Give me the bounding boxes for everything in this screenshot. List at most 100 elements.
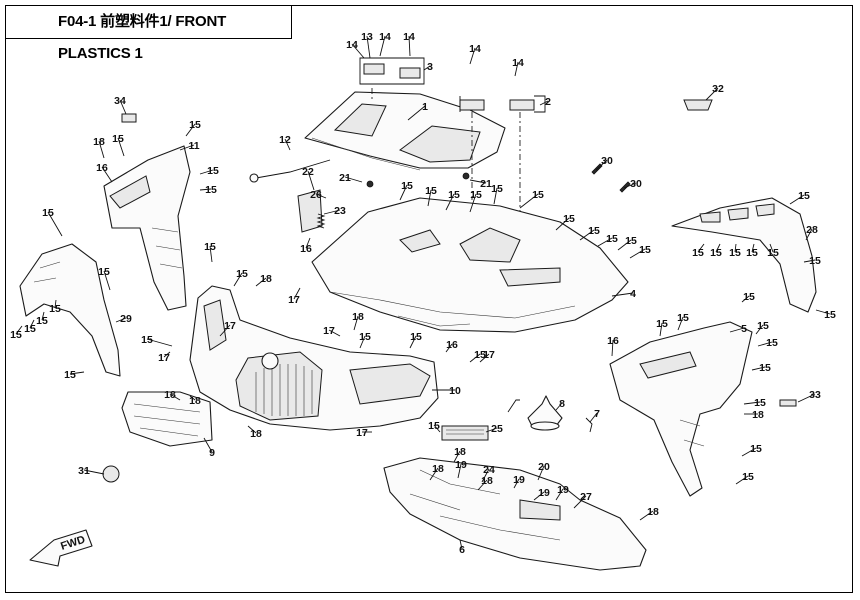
callout-leader-line (735, 475, 749, 485)
callout-number: 9 (209, 447, 215, 459)
callout-leader-line (83, 469, 105, 475)
callout-number: 20 (538, 461, 550, 473)
callout-leader-line (328, 329, 341, 337)
callout-number: 18 (647, 506, 659, 518)
callout-number: 15 (766, 337, 778, 349)
callout-number: 15 (49, 303, 61, 315)
part-7-hose (507, 399, 520, 413)
callout-number: 15 (112, 133, 124, 145)
callout-leader-line (293, 287, 301, 300)
callout-number: 18 (432, 463, 444, 475)
callout-number: 16 (300, 243, 312, 255)
callout-number: 18 (260, 273, 272, 285)
callout-leader-line (323, 209, 341, 215)
callout-number: 18 (352, 311, 364, 323)
callout-leader-line (163, 351, 171, 358)
callout-leader-line (751, 243, 755, 253)
callout-leader-line (233, 272, 243, 287)
callout-number: 23 (334, 205, 346, 217)
callout-number: 17 (323, 325, 335, 337)
callout-leader-line (146, 338, 173, 347)
callout-number: 15 (746, 247, 758, 259)
callout-number: 19 (455, 459, 467, 471)
callout-leader-line (15, 325, 23, 335)
callout-leader-line (519, 193, 539, 209)
callout-leader-line (729, 327, 745, 333)
callout-number: 22 (302, 166, 314, 178)
part-10-front-bumper (189, 285, 439, 431)
callout-number: 32 (712, 83, 724, 95)
callout-number: 15 (742, 471, 754, 483)
callout-leader-line (47, 211, 63, 237)
callout-number: 18 (752, 409, 764, 421)
callout-number: 19 (538, 487, 550, 499)
callout-leader-line (457, 463, 462, 479)
callout-leader-line (445, 343, 453, 353)
callout-leader-line (595, 159, 608, 171)
callout-number: 18 (93, 136, 105, 148)
callout-leader-line (639, 510, 654, 521)
callout-leader-line (803, 259, 816, 263)
callout-number: 11 (188, 140, 199, 152)
part-2-clips (459, 95, 546, 113)
part-5-right-fender-upper (609, 321, 753, 497)
callout-number: 30 (630, 178, 642, 190)
callout-leader-line (573, 495, 587, 509)
callout-leader-line (697, 243, 705, 253)
callout-leader-line (477, 479, 488, 491)
callout-leader-line (789, 194, 805, 205)
callout-number: 15 (532, 189, 544, 201)
callout-number: 17 (158, 352, 170, 364)
callout-number: 24 (483, 464, 495, 476)
callout-number: 10 (449, 385, 461, 397)
callout-leader-line (597, 237, 613, 247)
part-12-cable (255, 159, 331, 179)
callout-number: 30 (601, 155, 613, 167)
callout-leader-line (539, 100, 549, 106)
callout-number: 19 (513, 474, 525, 486)
callout-leader-line (117, 137, 125, 157)
callout-leader-line (366, 35, 371, 59)
callout-number: 15 (98, 266, 110, 278)
callout-leader-line (255, 277, 267, 287)
callout-leader-line (734, 243, 737, 253)
callout-number: 15 (743, 291, 755, 303)
callout-leader-line (555, 402, 563, 411)
callout-number: 15 (42, 207, 54, 219)
callout-number: 6 (459, 544, 465, 556)
fwd-arrow: FWD (29, 529, 93, 567)
callout-leader-line (344, 176, 363, 183)
callout-leader-line (247, 425, 257, 434)
callout-number: 15 (207, 165, 219, 177)
callout-leader-line (555, 217, 570, 231)
callout-number: 31 (78, 465, 90, 477)
callout-leader-line (199, 188, 212, 191)
callout-number: 15 (625, 235, 637, 247)
callout-number: 2 (545, 96, 551, 108)
part-31-round-cap (102, 465, 120, 483)
callout-number: 1 (422, 101, 428, 113)
part-8-cap (527, 395, 563, 431)
callout-number: 15 (809, 255, 821, 267)
callout-leader-line (209, 245, 213, 263)
callout-number: 17 (224, 320, 236, 332)
callout-number: 15 (401, 180, 413, 192)
callout-leader-line (284, 138, 291, 151)
callout-leader-line (623, 182, 637, 189)
callout-number: 15 (750, 443, 762, 455)
callout-number: 15 (588, 225, 600, 237)
part-22-bracket (297, 189, 323, 233)
callout-number: 7 (594, 408, 600, 420)
callout-number: 5 (741, 323, 747, 335)
callout-leader-line (429, 467, 439, 481)
part-6-lower-skid-tray (383, 457, 647, 571)
callout-number: 18 (481, 475, 493, 487)
callout-number: 17 (288, 294, 300, 306)
callout-number: 29 (120, 313, 132, 325)
callout-leader-line (379, 35, 386, 57)
callout-number: 3 (427, 61, 433, 73)
callout-leader-line (459, 539, 463, 550)
callout-leader-line (407, 105, 426, 121)
callout-leader-line (513, 478, 520, 489)
